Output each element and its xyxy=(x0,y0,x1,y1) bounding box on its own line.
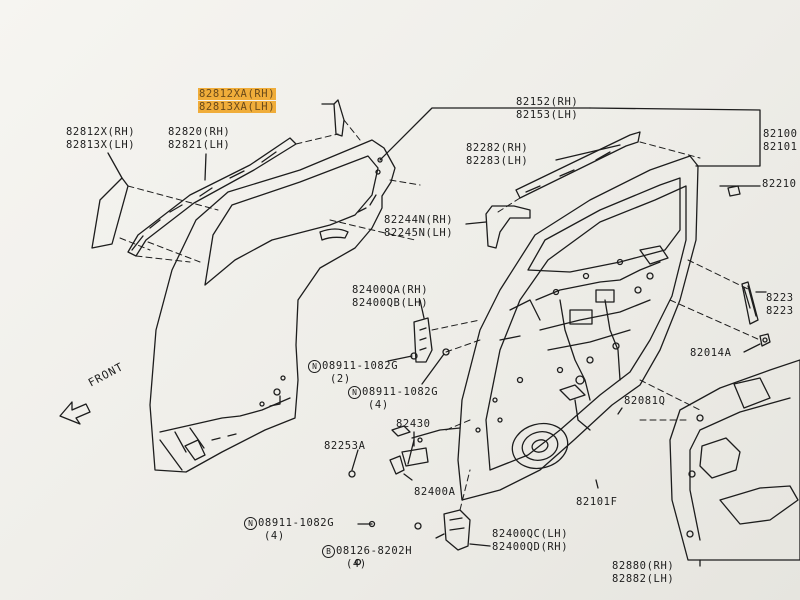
door-checker xyxy=(348,425,461,478)
door-outer-shell xyxy=(149,139,396,473)
part-label-82400a: 82400A xyxy=(414,486,456,498)
part-label-82101f: 82101F xyxy=(576,496,618,508)
part-label-82283: 82283(LH) xyxy=(466,155,529,167)
door-trim-panel xyxy=(669,359,800,561)
molding-82812x xyxy=(91,177,129,249)
part-label-82245n: 82245N(LH) xyxy=(384,227,454,239)
molding-82812xa xyxy=(333,99,345,137)
upper-hinge xyxy=(410,317,450,363)
n-symbol-icon: N xyxy=(308,360,321,373)
part-label-82820: 82820(RH) xyxy=(168,126,231,138)
qty-label-08126: (4) xyxy=(346,558,367,570)
qty-label-08911-a: (2) xyxy=(330,373,351,385)
part-label-82821: 82821(LH) xyxy=(168,139,231,151)
part-label-82813xa: 82813XA(LH) xyxy=(198,101,277,114)
part-label-82153: 82153(LH) xyxy=(516,109,579,121)
part-label-82244n: 82244N(RH) xyxy=(384,214,454,226)
part-label-82400qb: 82400QB(LH) xyxy=(352,297,429,309)
n-symbol-icon: N xyxy=(348,386,361,399)
part-label-82882: 82882(LH) xyxy=(612,573,675,585)
part-label-82101: 82101 xyxy=(763,141,798,153)
part-label-82100: 82100 xyxy=(763,128,798,140)
garnish-82244n xyxy=(485,205,531,249)
strip-82223 xyxy=(741,281,759,325)
qty-label-08911-b: (4) xyxy=(368,399,389,411)
part-label-8223-upper: 8223 xyxy=(766,292,794,304)
part-label-82812x: 82812X(RH) xyxy=(66,126,136,138)
qty-label-08911-c: (4) xyxy=(264,530,285,542)
part-label-8223-lower: 8223 xyxy=(766,305,794,317)
part-label-82430: 82430 xyxy=(396,418,431,430)
front-arrow-icon xyxy=(59,401,91,425)
part-label-82282: 82282(RH) xyxy=(466,142,529,154)
part-label-82813x: 82813X(LH) xyxy=(66,139,136,151)
n-symbol-icon: N xyxy=(244,517,257,530)
highlighted-part-number: 82813XA(LH) xyxy=(198,101,277,113)
part-label-82014a: 82014A xyxy=(690,347,732,359)
part-label-82400qd: 82400QD(RH) xyxy=(492,541,569,553)
part-label-82812xa: 82812XA(RH) xyxy=(198,88,277,101)
b-symbol-icon: B xyxy=(322,545,335,558)
highlighted-part-number: 82812XA(RH) xyxy=(198,88,277,100)
part-label-82253a: 82253A xyxy=(324,440,366,452)
part-label-82400qa: 82400QA(RH) xyxy=(352,284,429,296)
part-label-82152: 82152(RH) xyxy=(516,96,579,108)
door-inner-panel xyxy=(457,155,699,501)
part-label-82210: 82210 xyxy=(762,178,797,190)
part-label-82880: 82880(RH) xyxy=(612,560,675,572)
part-label-82081q: 82081Q xyxy=(624,395,666,407)
part-label-82400qc: 82400QC(LH) xyxy=(492,528,569,540)
